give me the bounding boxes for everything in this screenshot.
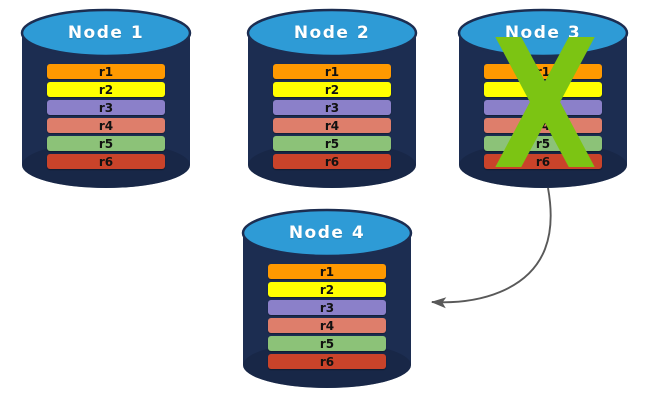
node-3-row-r3-label: r3 — [535, 100, 551, 115]
node-1-row-r3-label: r3 — [98, 100, 114, 115]
node-1-row-r1-label: r1 — [98, 64, 114, 79]
node-2-row-stack: r1 r2 r3 r4 r5 r6 — [248, 64, 416, 169]
node-4[interactable]: Node 4 r1 r2 r3 r4 r5 r6 — [241, 208, 413, 388]
node-3-title: Node 3 — [504, 23, 582, 43]
node-1-title: Node 1 — [67, 23, 145, 43]
node-2-row-r5-label: r5 — [324, 136, 340, 151]
node-3-row-r4[interactable]: r4 — [484, 118, 602, 133]
node-3-row-r4-label: r4 — [535, 118, 551, 133]
node-2-row-r3-label: r3 — [324, 100, 340, 115]
node-2-row-r3[interactable]: r3 — [273, 100, 391, 115]
node-2-row-r1[interactable]: r1 — [273, 64, 391, 79]
node-4-row-r5-label: r5 — [319, 336, 335, 351]
node-4-row-r4[interactable]: r4 — [268, 318, 386, 333]
node-2-row-r6[interactable]: r6 — [273, 154, 391, 169]
node-4-row-r2-label: r2 — [319, 282, 335, 297]
node-4-row-r6[interactable]: r6 — [268, 354, 386, 369]
node-2-row-r5[interactable]: r5 — [273, 136, 391, 151]
node-1-row-r2-label: r2 — [98, 82, 114, 97]
node-4-title: Node 4 — [288, 223, 366, 243]
node-1-row-r3[interactable]: r3 — [47, 100, 165, 115]
node-2-row-r6-label: r6 — [324, 154, 340, 169]
node-2-top-cap — [246, 8, 418, 58]
node-3[interactable]: Node 3 r1 r2 r3 r4 r5 r6 — [457, 8, 629, 188]
node-1-row-r2[interactable]: r2 — [47, 82, 165, 97]
node-4-row-r1-label: r1 — [319, 264, 335, 279]
node-3-row-r1[interactable]: r1 — [484, 64, 602, 79]
node-3-row-r5-label: r5 — [535, 136, 551, 151]
node-2[interactable]: Node 2 r1 r2 r3 r4 r5 r6 — [246, 8, 418, 188]
node-4-top-cap — [241, 208, 413, 258]
node-4-row-r2[interactable]: r2 — [268, 282, 386, 297]
node-3-row-r2[interactable]: r2 — [484, 82, 602, 97]
node-4-row-r4-label: r4 — [319, 318, 335, 333]
node-4-row-r3[interactable]: r3 — [268, 300, 386, 315]
node-1-row-r1[interactable]: r1 — [47, 64, 165, 79]
node-3-row-r6-label: r6 — [535, 154, 551, 169]
node-2-row-r2-label: r2 — [324, 82, 340, 97]
node-2-row-r4-label: r4 — [324, 118, 340, 133]
node-1-row-stack: r1 r2 r3 r4 r5 r6 — [22, 64, 190, 169]
node-4-row-r6-label: r6 — [319, 354, 335, 369]
node-3-row-r5[interactable]: r5 — [484, 136, 602, 151]
node-2-row-r2[interactable]: r2 — [273, 82, 391, 97]
node-3-row-stack: r1 r2 r3 r4 r5 r6 — [459, 64, 627, 169]
node-1-row-r5-label: r5 — [98, 136, 114, 151]
node-4-row-r5[interactable]: r5 — [268, 336, 386, 351]
node-1-row-r6-label: r6 — [98, 154, 114, 169]
node-1-row-r4[interactable]: r4 — [47, 118, 165, 133]
node-3-row-r6[interactable]: r6 — [484, 154, 602, 169]
node-2-title: Node 2 — [293, 23, 371, 43]
node-1-row-r6[interactable]: r6 — [47, 154, 165, 169]
node-2-row-r1-label: r1 — [324, 64, 340, 79]
node-4-row-r1[interactable]: r1 — [268, 264, 386, 279]
node3-to-node4-arrow — [430, 187, 552, 309]
node-1[interactable]: Node 1 r1 r2 r3 r4 r5 r6 — [20, 8, 192, 188]
node-3-row-r3[interactable]: r3 — [484, 100, 602, 115]
node-3-row-r2-label: r2 — [535, 82, 551, 97]
node-4-row-stack: r1 r2 r3 r4 r5 r6 — [243, 264, 411, 369]
node-4-row-r3-label: r3 — [319, 300, 335, 315]
node-1-row-r5[interactable]: r5 — [47, 136, 165, 151]
node-1-row-r4-label: r4 — [98, 118, 114, 133]
node-2-row-r4[interactable]: r4 — [273, 118, 391, 133]
node-3-row-r1-label: r1 — [535, 64, 551, 79]
node-1-top-cap — [20, 8, 192, 58]
